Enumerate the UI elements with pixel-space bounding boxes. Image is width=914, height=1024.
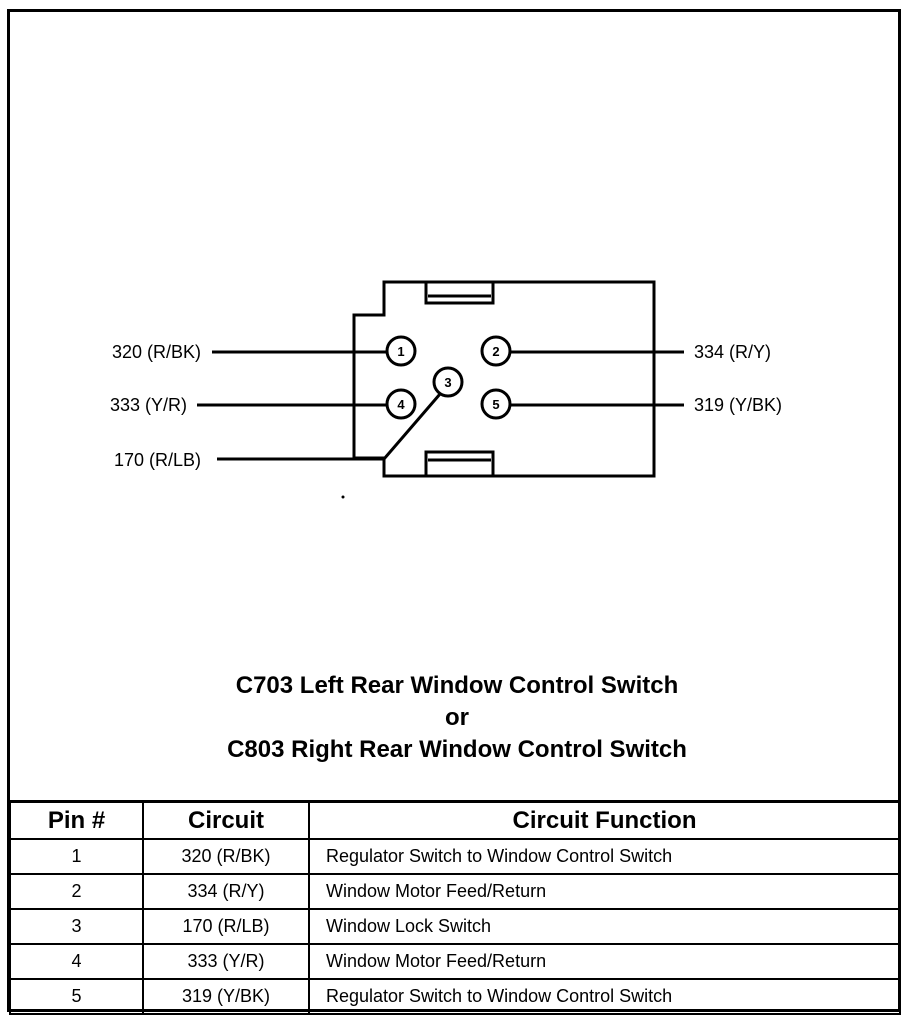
wire-label-pin-3: 170 (R/LB) (114, 450, 201, 470)
cell-pin: 5 (9, 978, 144, 1015)
header-circuit: Circuit (142, 800, 310, 840)
pin-1-number: 1 (397, 344, 404, 359)
cell-pin: 2 (9, 873, 144, 910)
cell-circuit: 319 (Y/BK) (142, 978, 310, 1015)
pin-5-number: 5 (492, 397, 499, 412)
connector-top-latch (424, 282, 495, 305)
caption-line-1: C703 Left Rear Window Control Switch (235, 672, 679, 699)
pin-3: 3 (432, 366, 464, 398)
cell-function: Window Motor Feed/Return (308, 943, 901, 980)
table-row: 1 320 (R/BK) Regulator Switch to Window … (9, 838, 901, 875)
pin-2-number: 2 (492, 344, 499, 359)
table-row: 3 170 (R/LB) Window Lock Switch (9, 908, 901, 945)
cell-circuit: 320 (R/BK) (142, 838, 310, 875)
connector-bottom-latch (424, 450, 495, 476)
stray-dot (341, 495, 345, 499)
pin-5: 5 (480, 388, 512, 420)
pin-1: 1 (385, 335, 417, 367)
connector-caption: C703 Left Rear Window Control Switch or … (0, 670, 914, 766)
cell-pin: 3 (9, 908, 144, 945)
pin-table: Pin # Circuit Circuit Function 1 320 (R/… (9, 800, 901, 1015)
connector-diagram: 1 2 3 4 5 320 (R/BK) 333 (Y/R) 170 (R/LB… (110, 280, 782, 499)
pin-4: 4 (385, 388, 417, 420)
cell-pin: 4 (9, 943, 144, 980)
cell-circuit: 333 (Y/R) (142, 943, 310, 980)
pin-4-number: 4 (397, 397, 405, 412)
wire-label-pin-1: 320 (R/BK) (112, 342, 201, 362)
cell-pin: 1 (9, 838, 144, 875)
wire-label-pin-2: 334 (R/Y) (694, 342, 771, 362)
table-header-row: Pin # Circuit Circuit Function (9, 800, 901, 840)
header-function: Circuit Function (308, 800, 901, 840)
cell-function: Window Motor Feed/Return (308, 873, 901, 910)
cell-function: Regulator Switch to Window Control Switc… (308, 838, 901, 875)
cell-circuit: 334 (R/Y) (142, 873, 310, 910)
table-row: 2 334 (R/Y) Window Motor Feed/Return (9, 873, 901, 910)
table-row: 5 319 (Y/BK) Regulator Switch to Window … (9, 978, 901, 1015)
header-pin: Pin # (9, 800, 144, 840)
wire-pin-3 (217, 393, 442, 461)
caption-line-3: C803 Right Rear Window Control Switch (227, 736, 687, 763)
caption-line-2: or (445, 704, 469, 731)
connector-housing (352, 280, 656, 478)
cell-circuit: 170 (R/LB) (142, 908, 310, 945)
table-row: 4 333 (Y/R) Window Motor Feed/Return (9, 943, 901, 980)
wire-label-pin-4: 333 (Y/R) (110, 395, 187, 415)
pin-2: 2 (480, 335, 512, 367)
cell-function: Regulator Switch to Window Control Switc… (308, 978, 901, 1015)
cell-function: Window Lock Switch (308, 908, 901, 945)
wire-label-pin-5: 319 (Y/BK) (694, 395, 782, 415)
pin-3-number: 3 (444, 375, 451, 390)
